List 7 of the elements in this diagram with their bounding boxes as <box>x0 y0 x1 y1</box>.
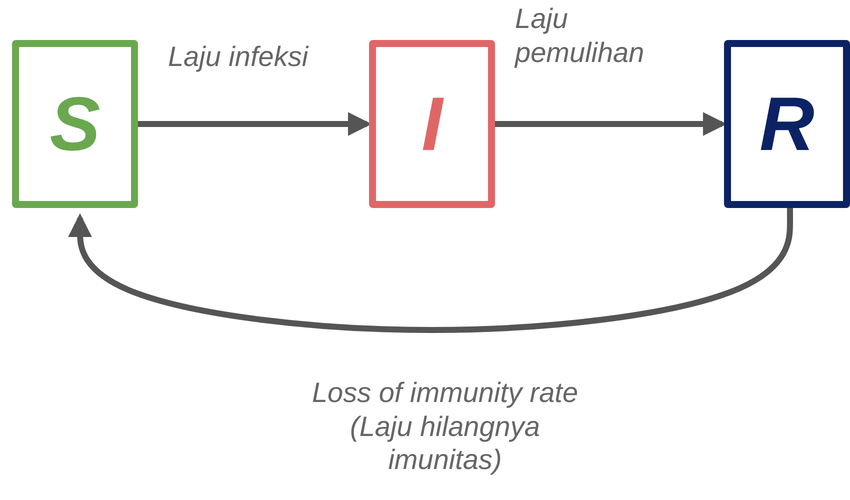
compartment-letter: I <box>421 80 443 168</box>
compartment-box <box>12 40 138 208</box>
compartment-letter: S <box>50 80 100 168</box>
arrow <box>68 208 793 333</box>
compartment-box <box>724 40 850 208</box>
compartment-letter: R <box>760 80 814 168</box>
compartment-box <box>369 40 495 208</box>
